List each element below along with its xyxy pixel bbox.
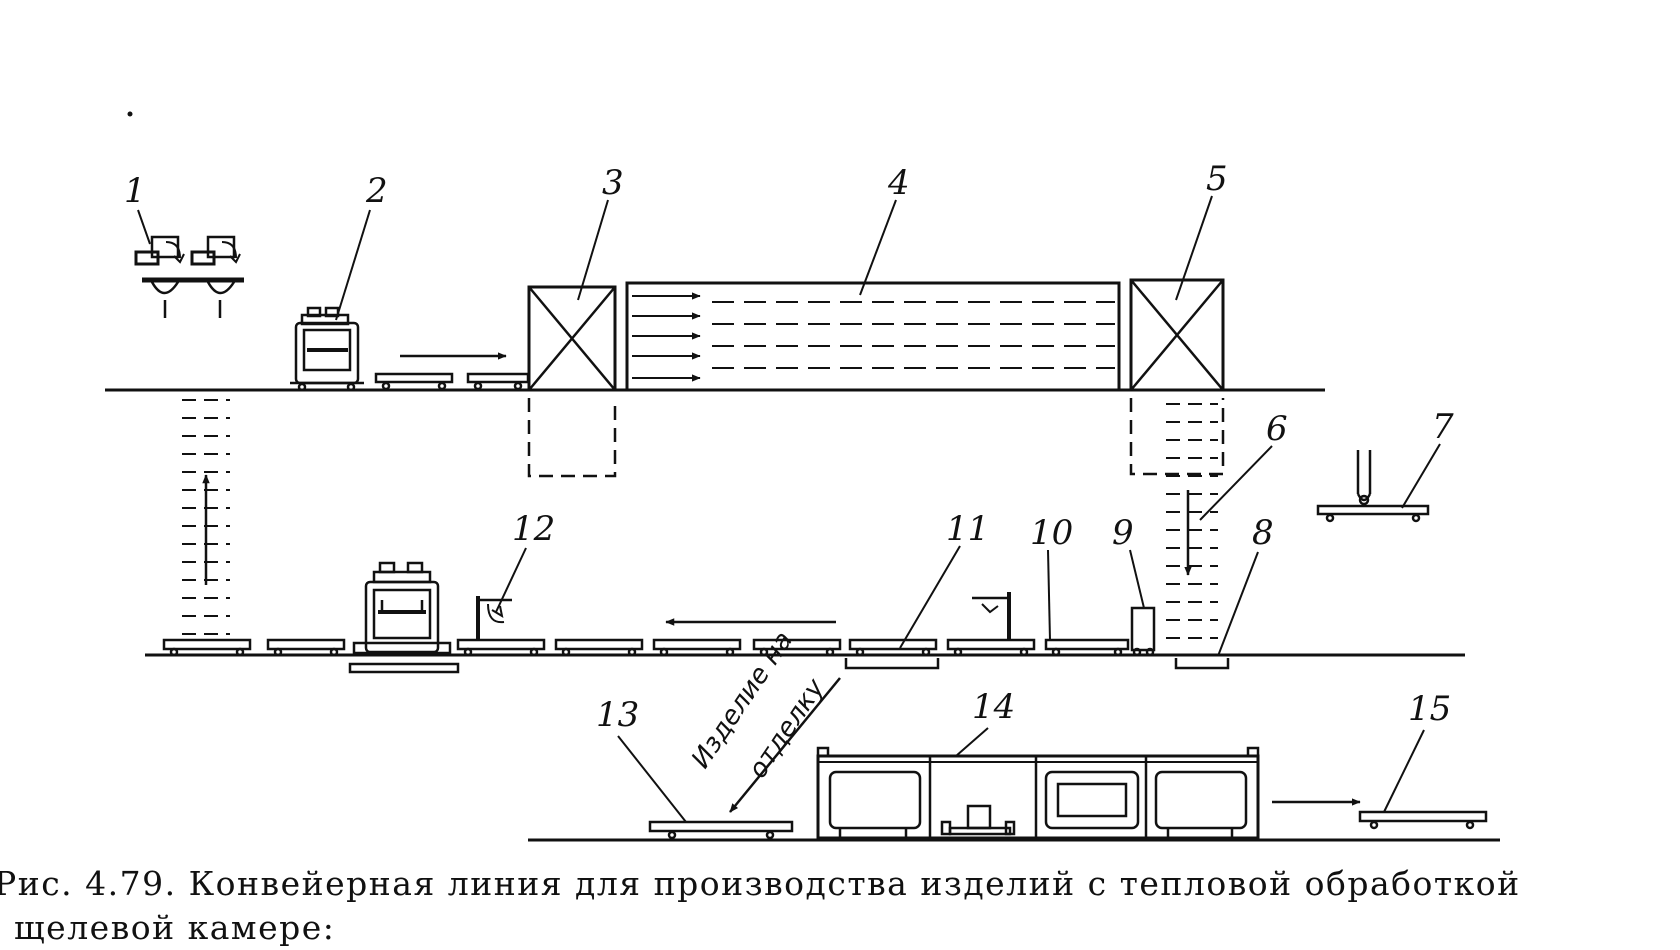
callout-7: 7 — [1432, 407, 1454, 447]
pit-11 — [844, 658, 940, 670]
crane-hook — [1316, 450, 1430, 523]
callout-9: 9 — [1112, 513, 1134, 553]
lift-shaft-left — [182, 399, 230, 635]
callout-5: 5 — [1206, 159, 1228, 199]
caption-line-1: Рис. 4.79. Конвейерная линия для произво… — [0, 864, 1521, 903]
manipulator-right — [972, 592, 1011, 640]
forming-machine-top — [290, 306, 364, 392]
forming-machine-middle — [348, 561, 460, 674]
callout-2: 2 — [365, 171, 388, 211]
stray-dot — [127, 111, 133, 117]
pallet-top-2 — [466, 372, 530, 391]
finishing-chamber-14 — [816, 746, 1260, 840]
stop-device-9 — [1130, 606, 1156, 657]
callout-11: 11 — [946, 509, 989, 549]
callout-6: 6 — [1266, 409, 1288, 449]
figure-caption: Рис. 4.79. Конвейерная линия для произво… — [0, 862, 1680, 950]
entry-lift — [527, 285, 617, 478]
annotation-arrow — [729, 677, 841, 813]
callout-12: 12 — [512, 509, 555, 549]
finishing-pallet-13 — [648, 820, 794, 840]
slot-chamber — [625, 281, 1121, 392]
pit-8 — [1174, 658, 1230, 670]
caption-line-2: щелевой камере: — [14, 908, 336, 947]
pallet-top-1 — [374, 372, 454, 391]
concrete-dispenser-1 — [134, 235, 244, 318]
callout-15: 15 — [1408, 689, 1451, 729]
exit-lift — [1129, 278, 1225, 476]
pallet-15 — [1358, 810, 1488, 830]
callout-14: 14 — [972, 687, 1015, 727]
callout-3: 3 — [602, 163, 624, 203]
callout-1: 1 — [124, 171, 146, 211]
leader-lines — [137, 195, 1441, 823]
lift-shaft-right — [1166, 403, 1218, 639]
callout-10: 10 — [1030, 513, 1073, 553]
callout-13: 13 — [596, 695, 639, 735]
callout-4: 4 — [887, 163, 910, 203]
manipulator-12 — [476, 596, 512, 640]
pallet-row-middle — [162, 638, 1130, 657]
callout-8: 8 — [1252, 513, 1274, 553]
